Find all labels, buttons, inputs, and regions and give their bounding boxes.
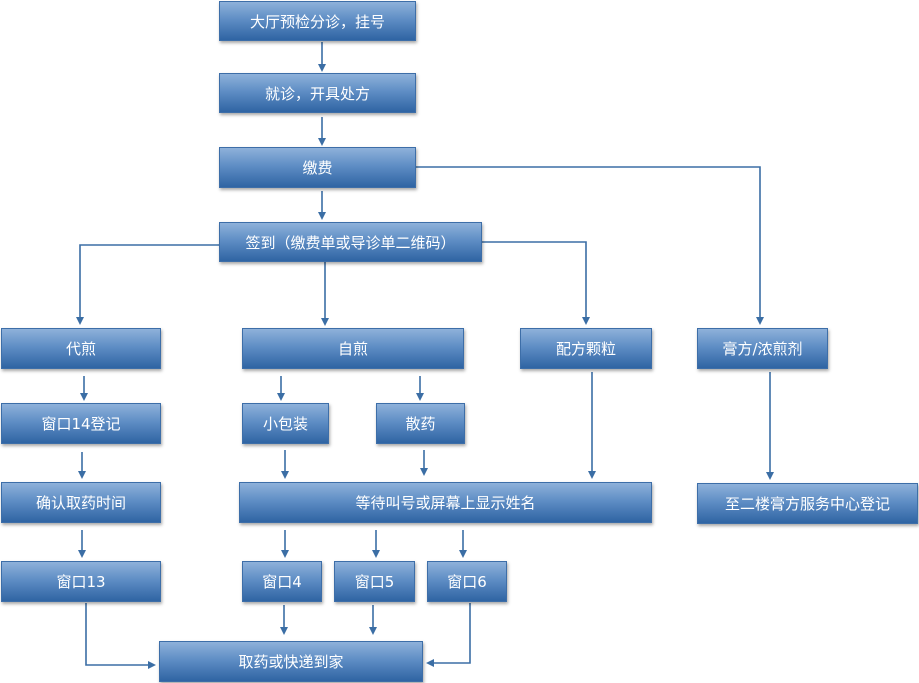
node-pickup: 取药或快递到家	[159, 641, 423, 682]
node-confirm-time: 确认取药时间	[1, 482, 161, 523]
connector-wait-win4	[281, 530, 289, 558]
connector-win14-confirm	[78, 452, 86, 479]
node-checkin: 签到（缴费单或导诊单二维码）	[219, 222, 482, 262]
connector-gaofang-center	[766, 372, 774, 480]
connector-granules-wait	[588, 372, 596, 479]
node-payment: 缴费	[219, 147, 416, 188]
node-wait-screen: 等待叫号或屏幕上显示姓名	[239, 482, 652, 523]
connector-win4-pickup	[280, 605, 288, 635]
connector-checkin-zijian	[321, 262, 329, 326]
node-granules: 配方颗粒	[520, 328, 652, 369]
node-small-pack: 小包装	[242, 403, 329, 444]
node-triage: 大厅预检分诊，挂号	[219, 1, 416, 41]
connector-zijian-smallpack	[277, 376, 285, 401]
node-win4: 窗口4	[242, 561, 322, 602]
node-gaofang-center: 至二楼膏方服务中心登记	[697, 483, 918, 524]
node-win14: 窗口14登记	[1, 403, 161, 444]
connector-zijian-loose	[416, 376, 424, 401]
connector-wait-win6	[459, 530, 467, 558]
node-consult: 就诊，开具处方	[219, 73, 416, 113]
connector-daijian-win14	[80, 376, 88, 401]
node-win13: 窗口13	[1, 561, 161, 602]
node-zijian: 自煎	[242, 328, 464, 369]
connector-payment-gaofang	[416, 166, 764, 325]
node-daijian: 代煎	[1, 328, 161, 369]
connector-triage-consult	[318, 42, 326, 72]
connector-win13-pickup	[85, 603, 156, 669]
node-win6: 窗口6	[427, 561, 507, 602]
connector-checkin-daijian	[76, 244, 219, 325]
connector-win5-pickup	[369, 605, 377, 635]
connector-wait-win5	[372, 530, 380, 558]
connector-smallpack-wait	[281, 450, 289, 479]
node-loose: 散药	[376, 403, 465, 444]
connector-loose-wait	[420, 450, 428, 476]
node-gaofang: 膏方/浓煎剂	[697, 328, 828, 369]
connector-win6-pickup	[426, 603, 471, 667]
node-win5: 窗口5	[334, 561, 415, 602]
connector-confirm-win13	[78, 530, 86, 558]
connector-payment-checkin	[318, 191, 326, 220]
connector-consult-payment	[318, 117, 326, 146]
connector-checkin-granules	[482, 241, 590, 325]
